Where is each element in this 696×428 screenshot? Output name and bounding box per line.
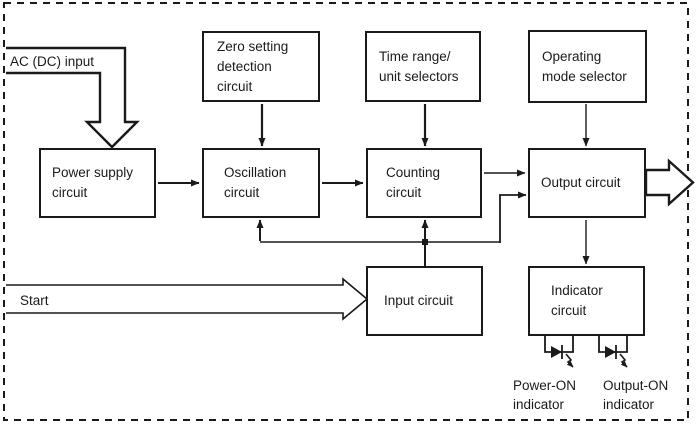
box-input-circuit: Input circuit: [366, 266, 483, 336]
arrow-feedback-to-output: [499, 191, 527, 243]
box-label: Power supply circuit: [52, 165, 134, 200]
box-label: Input circuit: [384, 293, 454, 308]
box-label: Time range/ unit selectors: [379, 48, 459, 84]
start-hollow-arrow: [6, 277, 369, 321]
output-hollow-arrow: [644, 158, 695, 207]
box-power-supply-circuit: Power supply circuit: [39, 148, 156, 218]
start-label: Start: [20, 293, 49, 308]
box-zero-setting-detection-circuit: Zero setting detection circuit: [202, 31, 320, 102]
box-label: Oscillation circuit: [224, 165, 287, 200]
box-time-range-unit-selectors: Time range/ unit selectors: [365, 31, 481, 102]
box-label: Indicator circuit: [551, 283, 603, 318]
box-label: Operating mode selector: [542, 48, 627, 84]
ac-input-hollow-arrow: [6, 46, 140, 149]
box-indicator-circuit: Indicator circuit: [528, 266, 645, 336]
junction-dot: [422, 239, 428, 245]
output-on-indicator-label: Output-ON indicator: [603, 378, 669, 412]
box-counting-circuit: Counting circuit: [366, 148, 482, 218]
dashed-border: [3, 2, 689, 421]
led-symbol-output-on: [598, 335, 628, 368]
power-on-indicator-label: Power-ON indicator: [513, 378, 577, 412]
led-light-arrow: [619, 353, 628, 368]
box-output-circuit: Output circuit: [528, 148, 646, 218]
box-oscillation-circuit: Oscillation circuit: [202, 148, 320, 218]
ac-input-label: AC (DC) input: [10, 54, 95, 69]
led-light-arrow: [565, 353, 574, 368]
box-label: Counting circuit: [386, 165, 441, 200]
led-symbol-power-on: [544, 335, 574, 368]
box-operating-mode-selector: Operating mode selector: [528, 30, 647, 103]
box-label: Zero setting detection circuit: [217, 38, 289, 94]
box-label: Output circuit: [541, 175, 621, 190]
